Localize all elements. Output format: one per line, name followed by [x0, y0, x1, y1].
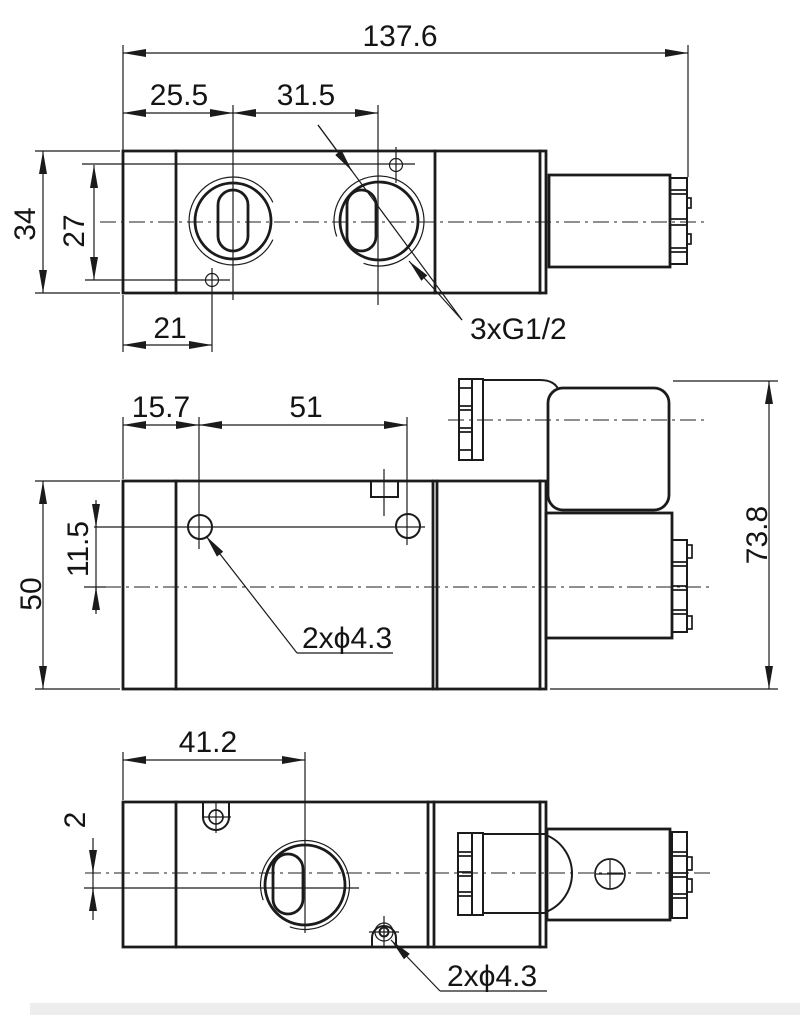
dim-body-width-text: 34: [9, 207, 42, 240]
din-plug-body: [546, 386, 671, 512]
dim-port1-center: 25.5: [123, 79, 379, 305]
bottom-mount-hole-label: 2xϕ4.3: [447, 960, 537, 993]
port-2-slot: [345, 188, 378, 253]
dim-port-spacing-text: 31.5: [277, 79, 335, 112]
dim-port-spacing: 31.5: [233, 79, 378, 117]
bottom-mount-hole-bottom: [369, 916, 399, 948]
dim-overall-height: 73.8: [550, 380, 778, 690]
dim-total-length: 137.6: [122, 20, 689, 177]
dim-hole-center-x-text: 21: [153, 312, 186, 345]
dim-overall-height-text: 73.8: [741, 506, 774, 564]
manual-override-notch: [370, 469, 399, 516]
port-1-thread-arc: [188, 176, 274, 266]
bottom-mount-hole-top: [202, 801, 231, 833]
port-2-thread-arc: [333, 175, 425, 267]
front-view: 15.7 51 50 11.5 2xϕ4.3 73.8: [15, 378, 778, 691]
bottom-mount-hole-leader: 2xϕ4.3: [390, 939, 547, 993]
dim-port1-center-text: 25.5: [150, 79, 208, 112]
dim-hole-center-y: 11.5: [62, 500, 106, 614]
dim-edge-offset-text: 2: [59, 812, 92, 829]
front-mount-hole-label: 2xϕ4.3: [302, 622, 392, 655]
footer-strip: [30, 1003, 800, 1015]
dim-hole-line-spacing-text: 27: [58, 214, 91, 247]
front-view-coil: [544, 511, 693, 640]
top-view-mount-holes: [82, 147, 415, 352]
front-view-body-outline: [121, 479, 548, 691]
dim-hole1-center-x: 15.7: [122, 391, 408, 549]
dim-body-height-text: 50: [15, 577, 48, 610]
front-mount-hole-leader: 2xϕ4.3: [205, 535, 393, 655]
mount-hole-right: [395, 513, 421, 539]
top-view: 137.6 25.5 31.5 34 27 21 3x: [9, 20, 705, 352]
top-view-terminal-block: [669, 177, 692, 265]
dim-hole-spacing-text: 51: [289, 391, 322, 424]
dim-body-width: 34: [9, 150, 120, 294]
dim-port-center-x: 41.2: [122, 726, 306, 933]
bottom-view-coil: [545, 827, 693, 922]
front-view-connector: [458, 378, 671, 512]
bottom-port-slot: [271, 852, 305, 916]
port-thread-leader: 3xG1/2: [317, 124, 567, 346]
port-thread-label: 3xG1/2: [470, 313, 567, 346]
dim-total-length-text: 137.6: [362, 20, 437, 53]
dim-hole1-center-x-text: 15.7: [132, 391, 190, 424]
port-2: [333, 175, 425, 267]
dim-body-height: 50: [15, 480, 120, 690]
dim-hole-spacing: 51: [199, 391, 407, 429]
port-2-bore-circle: [338, 180, 420, 262]
bottom-port-thread-arc: [259, 839, 351, 931]
port-1: [188, 176, 274, 266]
bottom-view-connector: [457, 832, 573, 916]
dim-hole-line-spacing: 27: [58, 165, 98, 280]
dim-port-center-x-text: 41.2: [179, 726, 237, 759]
front-view-mount-holes: [94, 513, 425, 540]
bottom-view: 41.2 2 2xϕ4.3: [59, 726, 710, 993]
dim-edge-offset: 2: [59, 812, 97, 920]
dim-hole-center-x: 21: [122, 295, 212, 352]
coil-screw-head: [594, 858, 626, 890]
dim-hole-center-y-text: 11.5: [62, 521, 95, 577]
mount-hole-left: [187, 514, 213, 540]
bottom-view-body-outline: [121, 800, 548, 949]
